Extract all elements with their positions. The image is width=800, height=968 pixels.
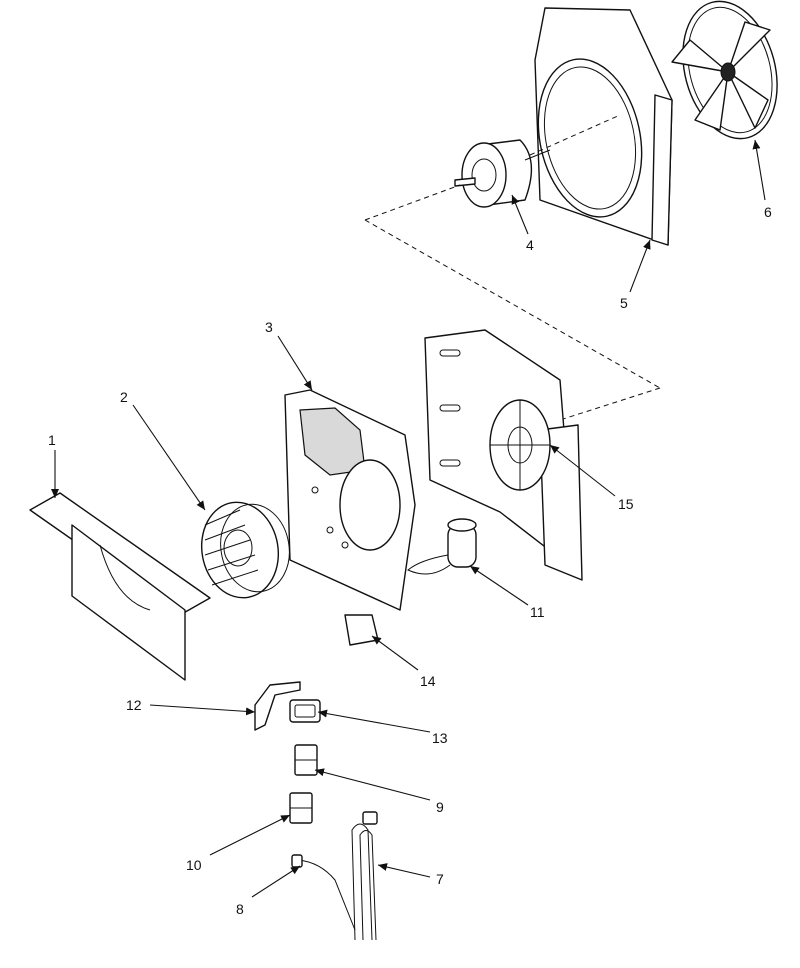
callout-2: 2 (120, 389, 128, 405)
callout-8: 8 (236, 901, 244, 917)
callout-10: 10 (186, 857, 202, 873)
part-12-bracket (254, 681, 301, 731)
part-5-shroud (534, 7, 673, 246)
callout-7: 7 (436, 871, 444, 887)
callout-13: 13 (432, 730, 448, 746)
leader-lines (51, 139, 766, 898)
part-8-wire-lead (291, 854, 356, 931)
part-15-bracket-panel (424, 329, 583, 581)
callout-14: 14 (420, 673, 436, 689)
part-6-fan-blade (671, 0, 778, 140)
callout-labels: 1 2 3 4 5 6 7 8 9 10 11 12 13 14 15 (48, 204, 772, 917)
part-10-thermostat (289, 792, 313, 824)
part-3-blower-housing (284, 389, 416, 611)
part-1-orifice-panel (29, 492, 211, 681)
callout-1: 1 (48, 432, 56, 448)
part-11-capacitor (407, 518, 477, 575)
callout-11: 11 (530, 604, 545, 620)
part-4-fan-motor (454, 139, 551, 208)
part-7-heater-element (351, 811, 378, 941)
part-13-switch (289, 699, 321, 723)
callout-12: 12 (126, 697, 142, 713)
part-9-relay (294, 744, 318, 776)
part-2-blower-wheel (200, 501, 290, 599)
callout-15: 15 (618, 496, 634, 512)
callout-3: 3 (265, 319, 273, 335)
part-14-bracket (344, 614, 379, 646)
callout-4: 4 (526, 237, 534, 253)
callout-5: 5 (620, 295, 628, 311)
callout-9: 9 (436, 799, 444, 815)
assembly-lines (364, 114, 661, 421)
callout-6: 6 (764, 204, 772, 220)
